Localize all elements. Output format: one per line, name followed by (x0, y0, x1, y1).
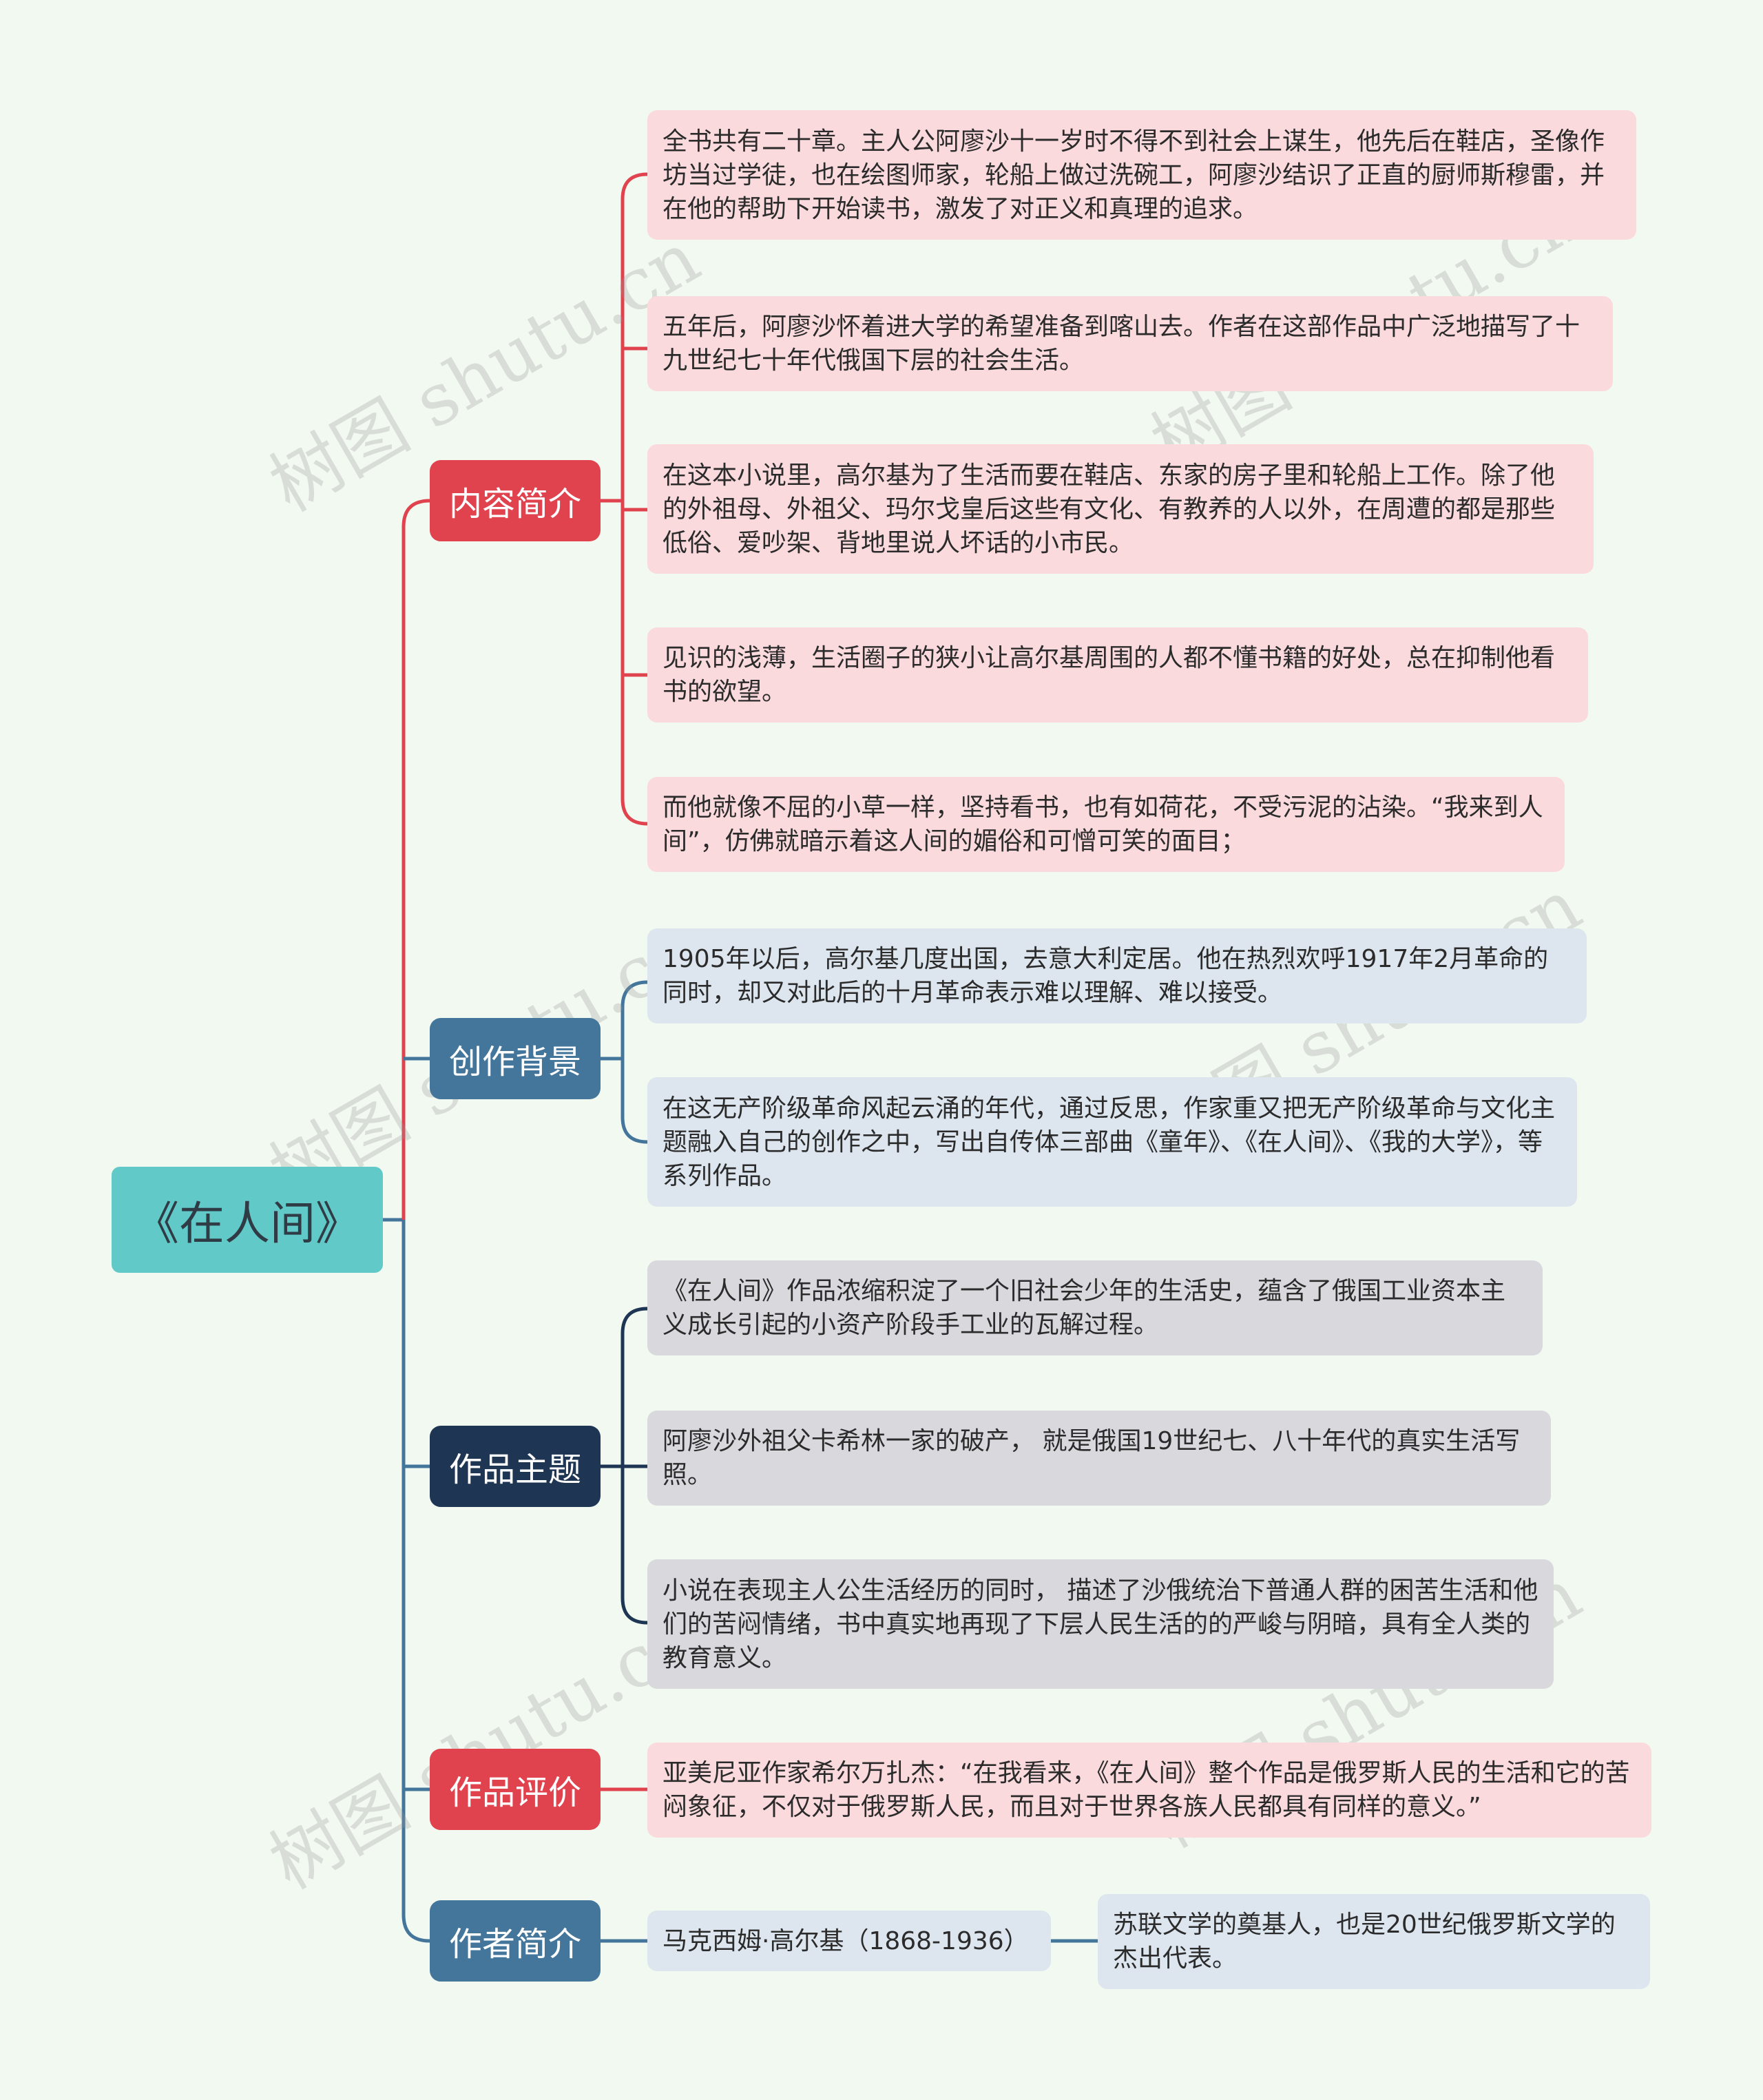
leaf-node[interactable]: 小说在表现主人公生活经历的同时， 描述了沙俄统治下普通人群的困苦生活和他们的苦闷… (647, 1559, 1554, 1689)
sub-leaf-node[interactable]: 苏联文学的奠基人，也是20世纪俄罗斯文学的杰出代表。 (1098, 1894, 1650, 1989)
branch-author-intro[interactable]: 作者简介 (430, 1900, 601, 1982)
leaf-node[interactable]: 阿廖沙外祖父卡希林一家的破产， 就是俄国19世纪七、八十年代的真实生活写照。 (647, 1411, 1551, 1506)
leaf-node[interactable]: 在这无产阶级革命风起云涌的年代，通过反思，作家重又把无产阶级革命与文化主题融入自… (647, 1077, 1577, 1207)
branch-work-evaluation[interactable]: 作品评价 (430, 1749, 601, 1830)
branch-content-summary[interactable]: 内容简介 (430, 460, 601, 541)
leaf-node[interactable]: 亚美尼亚作家希尔万扎杰：“在我看来，《在人间》整个作品是俄罗斯人民的生活和它的苦… (647, 1743, 1651, 1838)
leaf-node[interactable]: 全书共有二十章。主人公阿廖沙十一岁时不得不到社会上谋生，他先后在鞋店，圣像作坊当… (647, 110, 1636, 240)
branch-work-theme[interactable]: 作品主题 (430, 1426, 601, 1507)
leaf-node[interactable]: 马克西姆·高尔基（1868-1936） (647, 1911, 1051, 1971)
leaf-node[interactable]: 五年后，阿廖沙怀着进大学的希望准备到喀山去。作者在这部作品中广泛地描写了十九世纪… (647, 296, 1613, 391)
leaf-node[interactable]: 1905年以后，高尔基几度出国，去意大利定居。他在热烈欢呼1917年2月革命的同… (647, 928, 1587, 1023)
branch-creative-background[interactable]: 创作背景 (430, 1018, 601, 1099)
leaf-node[interactable]: 见识的浅薄，生活圈子的狭小让高尔基周围的人都不懂书籍的好处，总在抑制他看书的欲望… (647, 627, 1588, 722)
leaf-node[interactable]: 而他就像不屈的小草一样，坚持看书，也有如荷花，不受污泥的沾染。“我来到人间”，仿… (647, 777, 1565, 872)
leaf-node[interactable]: 在这本小说里，高尔基为了生活而要在鞋店、东家的房子里和轮船上工作。除了他的外祖母… (647, 444, 1594, 574)
root-node[interactable]: 《在人间》 (112, 1167, 383, 1273)
leaf-node[interactable]: 《在人间》作品浓缩积淀了一个旧社会少年的生活史，蕴含了俄国工业资本主义成长引起的… (647, 1260, 1543, 1355)
